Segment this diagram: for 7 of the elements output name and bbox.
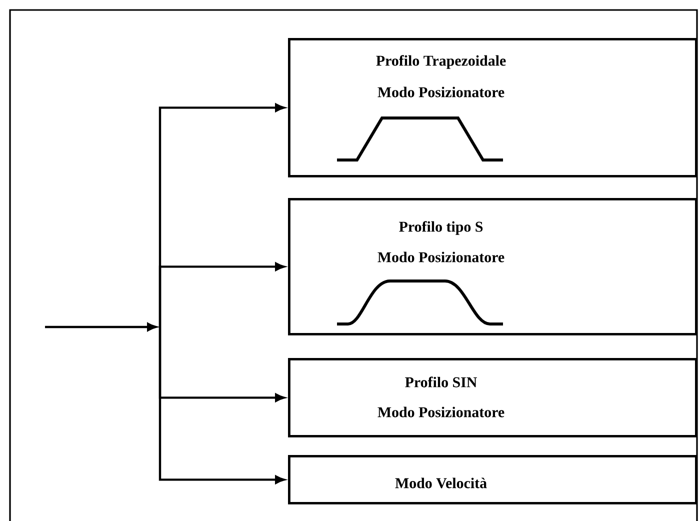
process-box: Profilo SIN Modo Posizionatore xyxy=(288,358,698,438)
process-box: Profilo tipo S Modo Posizionatore xyxy=(288,198,698,336)
process-box: Modo Velocità xyxy=(288,455,698,504)
branch-arrow xyxy=(158,327,285,484)
process-box: Profilo Trapezoidale Modo Posizionatore xyxy=(288,38,698,178)
input-arrow xyxy=(45,322,157,332)
branch-arrow xyxy=(158,262,285,327)
